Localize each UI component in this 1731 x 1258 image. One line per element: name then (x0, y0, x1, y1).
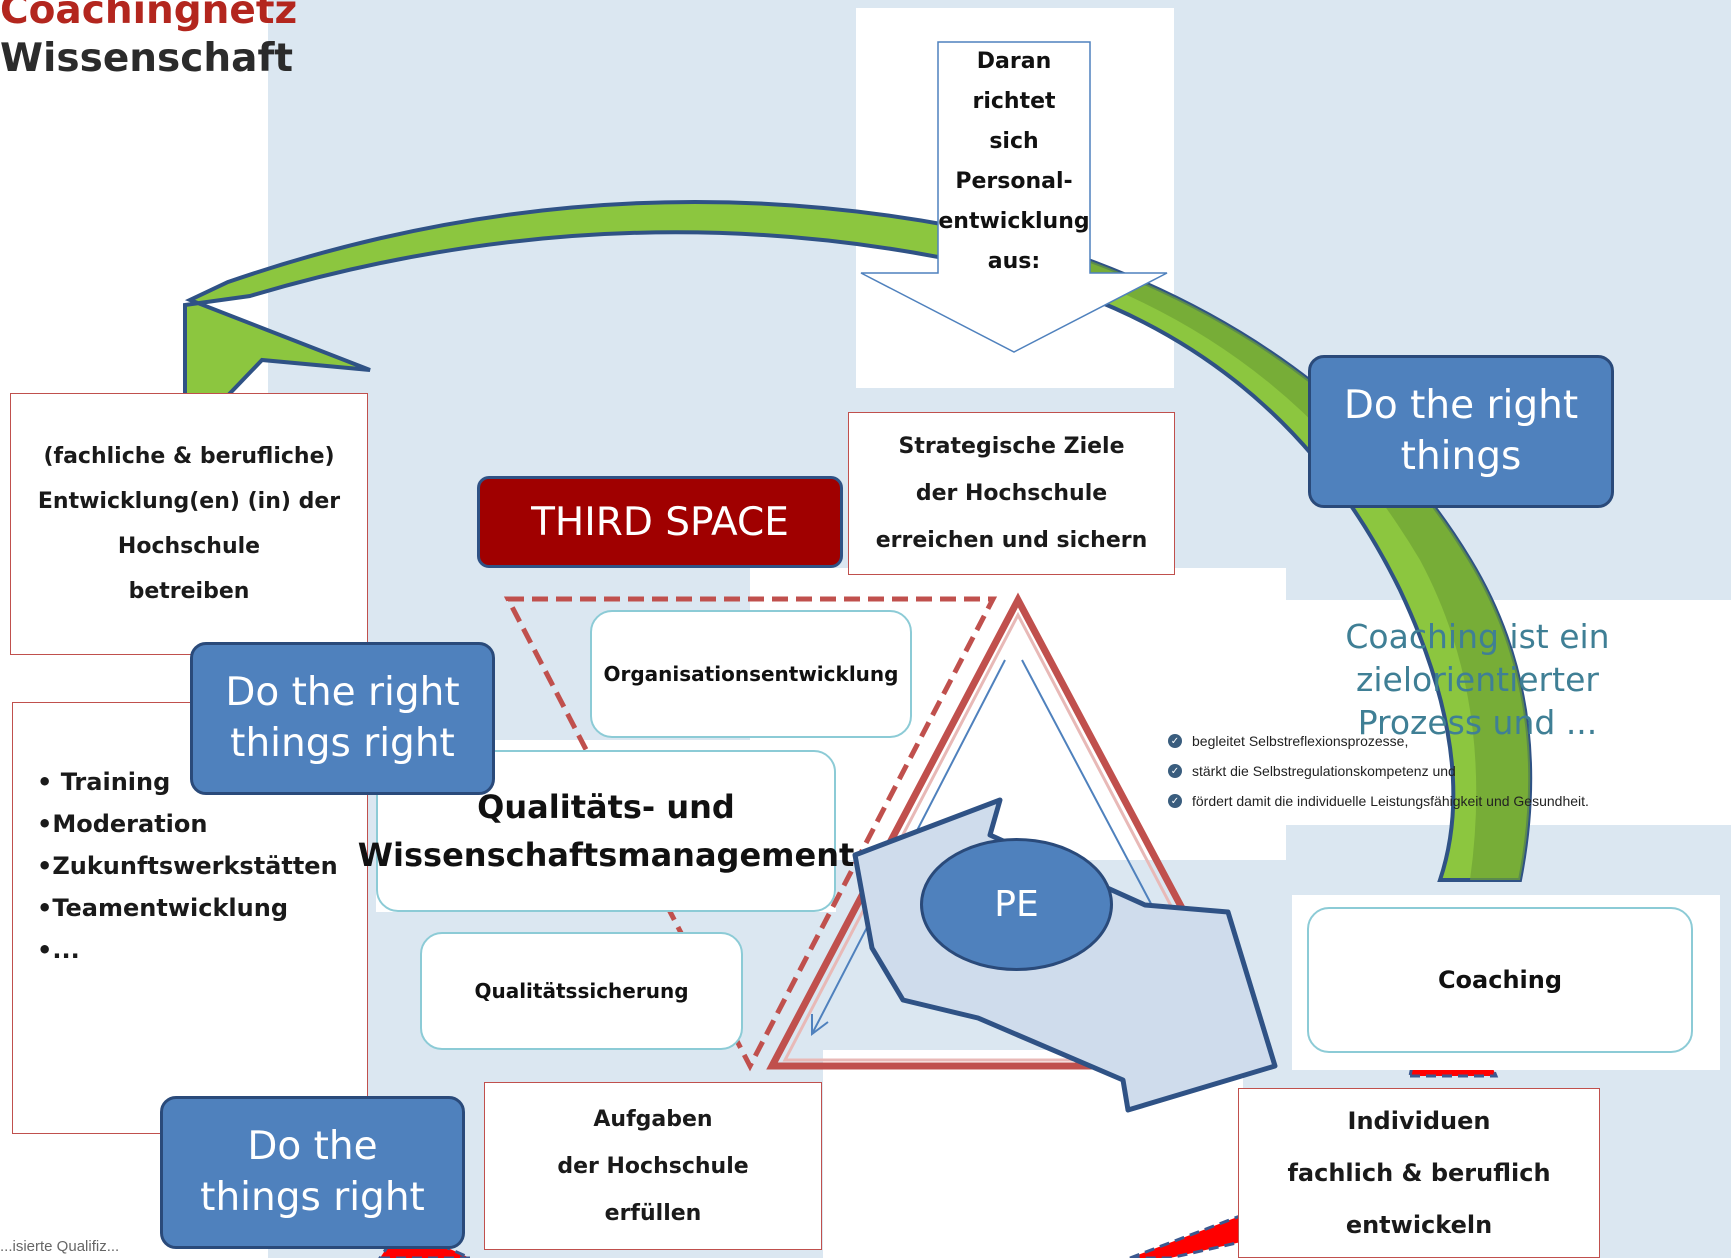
coaching-title-line: Coaching ist ein zielorientierter (1345, 617, 1610, 699)
footnote: ...isierte Qualifiz... (0, 1238, 120, 1255)
tasks-line: Aufgaben (593, 1106, 713, 1132)
do-right-things-right-line: Do the right (225, 669, 460, 715)
coaching-title-line: Prozess und ... (1357, 702, 1598, 742)
strategic-line: der Hochschule (915, 481, 1108, 506)
do-things-right-line: things right (200, 1174, 425, 1220)
top-arrow-text: Daran richtet sich Personal- entwicklung… (938, 42, 1090, 282)
quality-assurance-box: Qualitätssicherung (420, 932, 743, 1050)
coaching-bullets: ✓ begleitet Selbstreflexionsprozesse, ✓ st… (1168, 733, 1731, 823)
down-arrow (860, 41, 1168, 353)
top-arrow-line: aus: (987, 249, 1041, 274)
development-line: Hochschule (117, 534, 261, 559)
tasks-line: der Hochschule (557, 1153, 749, 1179)
third-space-label: THIRD SPACE (477, 476, 843, 568)
pe-ellipse: PE (920, 838, 1113, 971)
do-right-things-line: things (1400, 433, 1522, 479)
coaching-bullet-text: stärkt die Selbstregulationskompetenz un… (1192, 763, 1456, 779)
method-item: •Zukunftswerkstätten (37, 852, 338, 880)
qwm-line: Wissenschaftsmanagement (357, 836, 855, 874)
coaching-bullet: ✓ stärkt die Selbstregulationskompetenz u… (1168, 763, 1731, 779)
check-circle-icon: ✓ (1168, 734, 1182, 748)
top-arrow-line: sich (989, 129, 1039, 154)
coaching-box: Coaching (1307, 907, 1693, 1053)
strategic-line: erreichen und sichern (875, 528, 1148, 553)
development-line: Entwicklung(en) (in) der (37, 489, 341, 514)
top-arrow-line: Daran richtet (972, 49, 1056, 114)
coaching-title: Coaching ist ein zielorientierter Prozes… (1224, 616, 1731, 745)
tasks-box: Aufgaben der Hochschule erfüllen (484, 1082, 822, 1250)
do-right-things-line: Do the right (1343, 382, 1579, 428)
strategic-line: Strategische Ziele (898, 434, 1125, 459)
do-things-right-label: Do the things right (160, 1096, 465, 1249)
logo-line-1: Coachingnetz (0, 0, 298, 33)
tasks-line: erfüllen (604, 1200, 702, 1226)
main-triangle (766, 592, 1272, 1070)
logo-line-2: Wissenschaft (0, 36, 294, 81)
top-arrow-line: Personal- (955, 169, 1073, 194)
individuals-line: Individuen (1347, 1107, 1491, 1135)
method-item: •Teamentwicklung (37, 894, 289, 922)
individuals-line: entwickeln (1345, 1211, 1493, 1239)
method-item: • Training (37, 768, 171, 796)
do-right-things-right-line: things right (230, 720, 455, 766)
development-box: (fachliche & berufliche) Entwicklung(en)… (10, 393, 368, 655)
coaching-bullet: ✓ begleitet Selbstreflexionsprozesse, (1168, 733, 1731, 749)
strategic-goals-box: Strategische Ziele der Hochschule erreic… (848, 412, 1175, 575)
check-circle-icon: ✓ (1168, 794, 1182, 808)
do-things-right-line: Do the (247, 1123, 378, 1169)
org-development-box: Organisationsentwicklung (590, 610, 912, 738)
development-line: betreiben (128, 579, 250, 604)
red-bottom-arrow-right (1129, 1214, 1253, 1258)
check-circle-icon: ✓ (1168, 764, 1182, 778)
qwm-line: Qualitäts- und (477, 788, 735, 826)
top-arrow-line: entwicklung (938, 209, 1090, 234)
individuals-line: fachlich & beruflich (1287, 1159, 1551, 1187)
development-line: (fachliche & berufliche) (43, 444, 335, 469)
individuals-box: Individuen fachlich & beruflich entwicke… (1238, 1088, 1600, 1258)
coaching-bullet-text: begleitet Selbstreflexionsprozesse, (1192, 733, 1409, 749)
do-right-things-right-label: Do the right things right (190, 642, 495, 795)
coaching-bullet: ✓ fördert damit die individuelle Leistung… (1168, 793, 1731, 809)
coaching-bullet-text: fördert damit die individuelle Leistungs… (1192, 793, 1589, 809)
method-item: •Moderation (37, 810, 208, 838)
method-item: •... (37, 936, 80, 964)
do-right-things-label: Do the right things (1308, 355, 1614, 508)
green-arrow-shade (1040, 250, 1531, 880)
